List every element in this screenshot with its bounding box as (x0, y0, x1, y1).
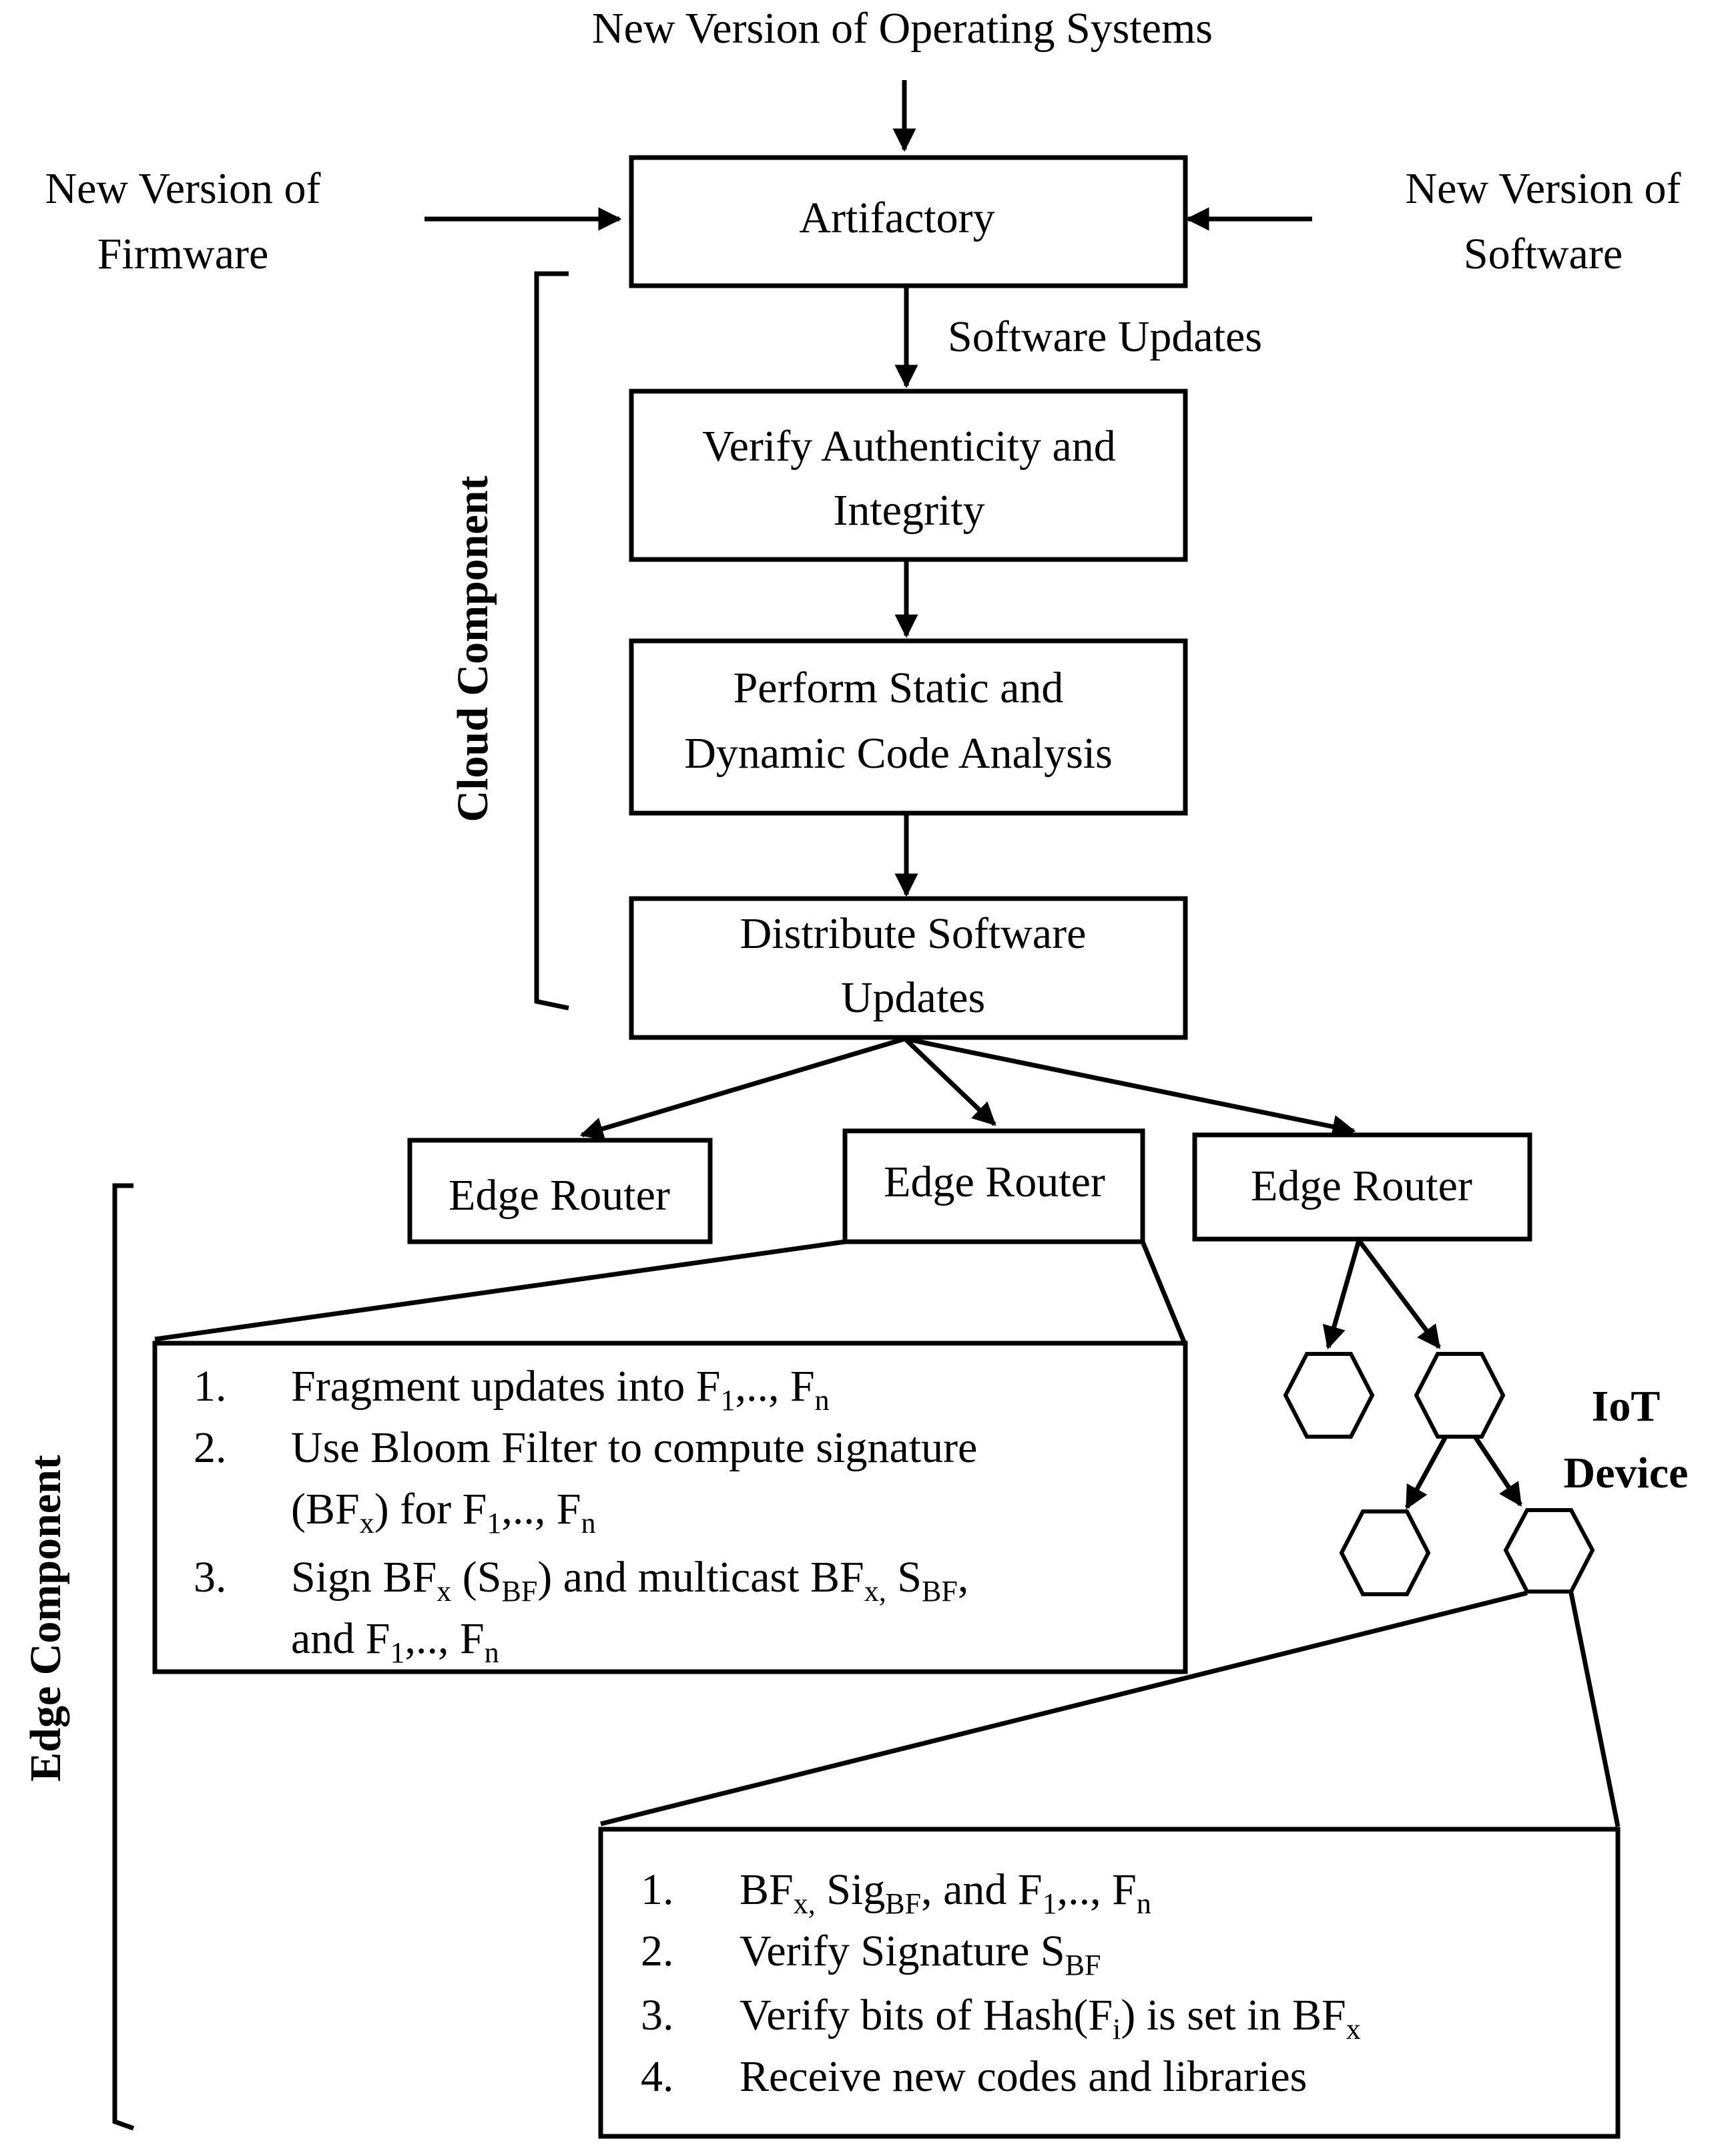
router-step-1: 1. Fragment updates into F1,.., Fn (194, 1362, 830, 1417)
hex2-to-hex4-arrow (1473, 1435, 1522, 1507)
device-step-3: 3. Verify bits of Hash(Fi) is set in BFx (641, 1991, 1361, 2046)
cloud-component-bracket (534, 271, 569, 1011)
edge-router-3-label: Edge Router (1251, 1162, 1472, 1210)
iot-device-hex-4 (1503, 1508, 1595, 1594)
device-steps-box (598, 1827, 1621, 2139)
edge-router-2-label: Edge Router (884, 1158, 1105, 1206)
router-step-3-text-line1: Sign BFx (SBF) and multicast BFx, SBF, (291, 1553, 968, 1608)
iot-device-hex-2 (1414, 1352, 1506, 1439)
router3-to-hex2-arrow (1357, 1238, 1441, 1349)
iot-device-hex-3 (1339, 1509, 1431, 1596)
device-step-1: 1. BFx, SigBF, and F1,.., Fn (641, 1865, 1151, 1920)
edge-router-2-box (842, 1128, 1145, 1244)
device-step-3-number: 3. (641, 1991, 674, 2040)
router-step-3-number: 3. (194, 1553, 227, 1602)
cloud-component-label: Cloud Component (449, 476, 497, 822)
software-input-label-line2: Software (1464, 230, 1623, 278)
device-step-2-text: Verify Signature SBF (740, 1927, 1101, 1981)
edge-router-3-box (1192, 1132, 1532, 1242)
verify-label-line1: Verify Authenticity and (702, 422, 1116, 471)
verify-label-line2: Integrity (833, 486, 984, 535)
router3-to-hex1-arrow (1322, 1240, 1362, 1350)
verify-box (629, 389, 1188, 562)
iot-device-hex-1 (1283, 1352, 1375, 1439)
distribute-label-line2: Updates (841, 973, 985, 1022)
router-step-1-number: 1. (194, 1362, 227, 1411)
edge-component-bracket (112, 1183, 135, 2131)
edge-router-1-box (407, 1138, 713, 1244)
distribute-label-line1: Distribute Software (740, 909, 1087, 958)
router-step-2-number: 2. (194, 1423, 227, 1472)
distribute-to-router1-arrow (579, 1036, 906, 1140)
hex2-to-hex3-arrow (1404, 1435, 1448, 1510)
firmware-input-label-line2: Firmware (97, 230, 269, 278)
artifactory-box (629, 155, 1188, 288)
artifactory-label: Artifactory (799, 194, 994, 242)
device-step-4-text: Receive new codes and libraries (740, 2052, 1307, 2101)
device-zoom-line-right (1568, 1592, 1621, 1827)
distribute-box (629, 896, 1188, 1040)
device-step-2: 2. Verify Signature SBF (641, 1927, 1101, 1981)
device-step-1-text: BFx, SigBF, and F1,.., Fn (740, 1865, 1151, 1920)
device-zoom-line-left (600, 1590, 1528, 1827)
software-input-label-line1: New Version of (1405, 164, 1681, 213)
distribute-to-router2-arrow (903, 1037, 996, 1126)
distribute-to-router3-arrow (904, 1036, 1356, 1138)
router-step-3-text-line2: and F1,.., Fn (291, 1614, 499, 1669)
device-step-2-number: 2. (641, 1927, 674, 1975)
router-steps-box (152, 1341, 1188, 1674)
device-step-4: 4. Receive new codes and libraries (641, 2052, 1307, 2101)
analysis-label-line1: Perform Static and (734, 664, 1064, 712)
router-step-3: 3. Sign BFx (SBF) and multicast BFx, SBF… (194, 1553, 968, 1669)
router-step-2-text-line2: (BFx) for F1,.., Fn (291, 1485, 596, 1539)
router-zoom-line-left (154, 1239, 846, 1342)
firmware-input-label-line1: New Version of (45, 164, 320, 213)
iot-device-label-line1: IoT (1592, 1382, 1661, 1431)
edge-router-1-label: Edge Router (449, 1171, 670, 1220)
iot-device-label-line2: Device (1564, 1449, 1689, 1497)
router-step-2-text-line1: Use Bloom Filter to compute signature (291, 1423, 977, 1472)
analysis-box (629, 638, 1188, 816)
router-step-2: 2. Use Bloom Filter to compute signature… (194, 1423, 977, 1539)
router-step-1-text: Fragment updates into F1,.., Fn (291, 1362, 830, 1417)
device-step-1-number: 1. (641, 1865, 674, 1914)
software-updates-label: Software Updates (948, 312, 1262, 361)
edge-component-label: Edge Component (21, 1455, 70, 1782)
device-step-3-text: Verify bits of Hash(Fi) is set in BFx (740, 1991, 1361, 2046)
os-input-label: New Version of Operating Systems (592, 4, 1213, 53)
analysis-label-line2: Dynamic Code Analysis (684, 729, 1113, 778)
router-zoom-line-right (1140, 1240, 1187, 1343)
device-step-4-number: 4. (641, 2052, 674, 2101)
